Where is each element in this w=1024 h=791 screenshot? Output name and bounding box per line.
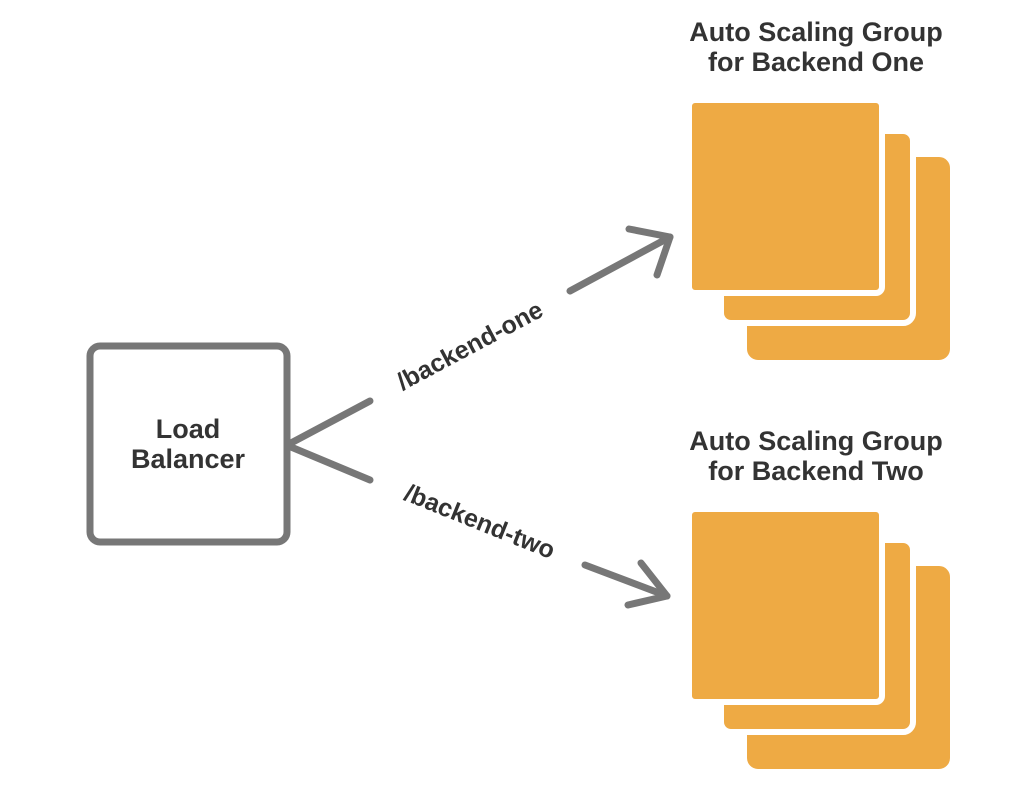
group-title-backend-one-line1: Auto Scaling Group xyxy=(689,17,943,47)
instance-stack-backend-two xyxy=(686,506,956,775)
route-line-backend-two-end xyxy=(581,561,671,600)
route-arrow-backend-one: /backend-one xyxy=(287,225,674,447)
load-balancer-label-line1: Load xyxy=(156,414,221,444)
route-label-backend-two: /backend-two xyxy=(400,479,559,565)
route-line-backend-two-start xyxy=(287,443,374,484)
route-line-backend-one-end xyxy=(566,233,674,295)
load-balancer: Load Balancer xyxy=(86,342,291,546)
route-line-backend-one-start xyxy=(287,397,374,447)
route-arrow-backend-two: /backend-two xyxy=(287,443,671,609)
instance-card-front xyxy=(686,506,885,705)
load-balancer-label-line2: Balancer xyxy=(131,444,246,474)
auto-scaling-group-backend-one: Auto Scaling Group for Backend One xyxy=(686,17,956,366)
route-label-backend-one: /backend-one xyxy=(392,296,548,396)
load-balancer-box xyxy=(86,342,291,546)
group-title-backend-two-line2: for Backend Two xyxy=(708,456,924,486)
instance-card-front xyxy=(686,97,885,296)
arrowhead-backend-one-icon xyxy=(625,225,674,279)
group-title-backend-one-line2: for Backend One xyxy=(708,47,924,77)
arrowhead-backend-two-icon xyxy=(624,559,671,609)
group-title-backend-two-line1: Auto Scaling Group xyxy=(689,426,943,456)
auto-scaling-group-backend-two: Auto Scaling Group for Backend Two xyxy=(686,426,956,775)
instance-stack-backend-one xyxy=(686,97,956,366)
